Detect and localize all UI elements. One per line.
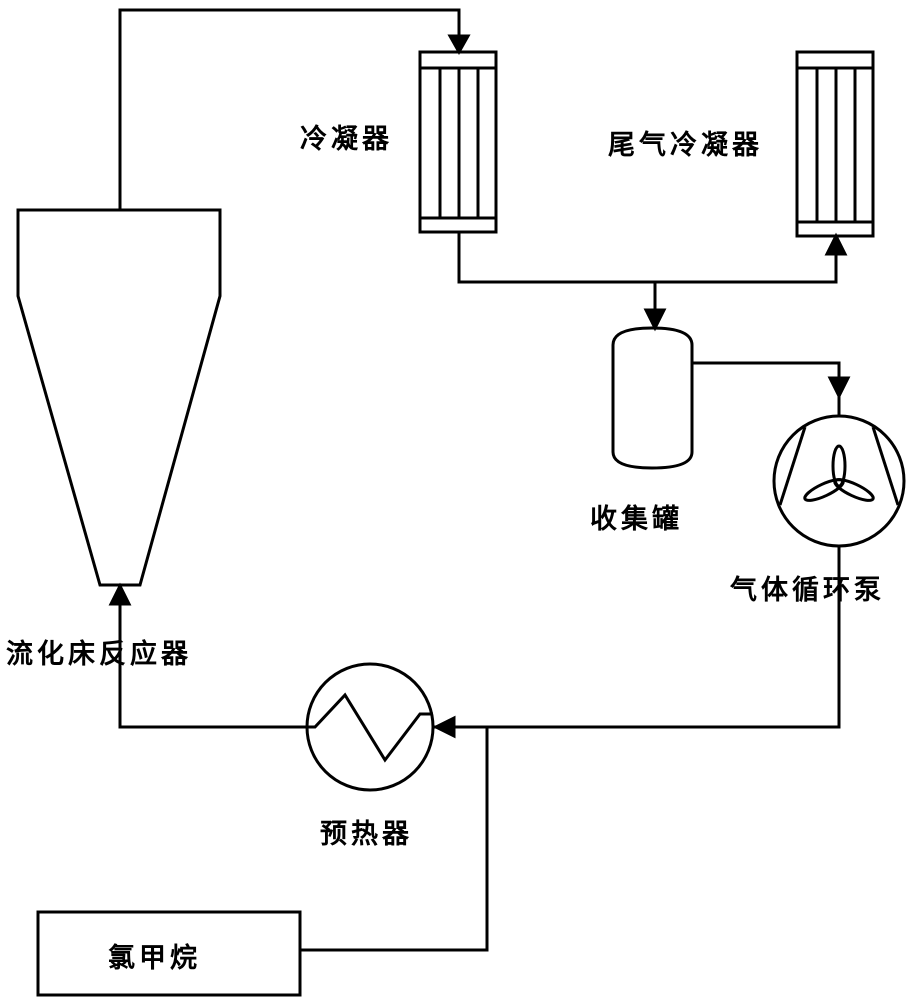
collection-tank-icon bbox=[613, 328, 692, 468]
fluidized-bed-reactor-label: 流化床反应器 bbox=[6, 632, 192, 671]
arrow-into-tail-condenser bbox=[827, 236, 845, 254]
arrow-into-tank bbox=[646, 310, 664, 328]
condenser-label: 冷凝器 bbox=[300, 117, 393, 156]
tail-gas-condenser-icon bbox=[797, 52, 873, 236]
arrow-into-reactor bbox=[111, 586, 129, 604]
chloromethane-label: 氯甲烷 bbox=[108, 936, 201, 975]
pipe-condenser-outlet bbox=[459, 232, 836, 282]
condenser-icon bbox=[420, 52, 496, 232]
gas-circulation-pump-icon bbox=[774, 416, 904, 546]
gas-circulation-pump-label: 气体循环泵 bbox=[730, 568, 885, 607]
pipe-reactor-to-condenser bbox=[120, 10, 459, 210]
collection-tank-label: 收集罐 bbox=[590, 497, 683, 536]
preheater-label: 预热器 bbox=[320, 812, 413, 851]
arrow-into-condenser bbox=[450, 36, 468, 52]
arrow-into-preheater bbox=[436, 718, 454, 736]
preheater-icon bbox=[307, 664, 433, 790]
pipe-tank-to-pump bbox=[692, 363, 839, 380]
fluidized-bed-reactor bbox=[18, 210, 220, 585]
tail-gas-condenser-label: 尾气冷凝器 bbox=[608, 123, 763, 162]
arrow-into-pump bbox=[830, 378, 848, 396]
